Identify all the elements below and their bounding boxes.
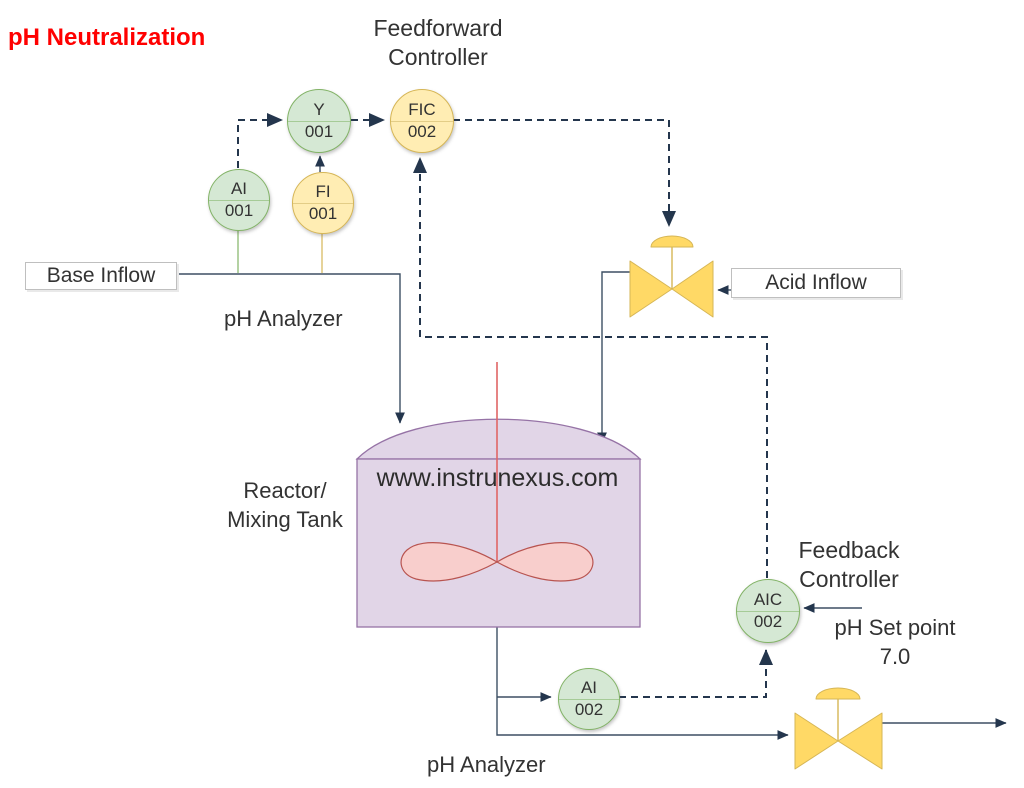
tank-outlet-pipe (496, 627, 789, 740)
base-inflow-box: Base Inflow (25, 262, 177, 290)
ph-analyzer-bottom-label: pH Analyzer (427, 752, 546, 777)
instrument-ai001: AI 001 (208, 169, 270, 231)
page-title: pH Neutralization (8, 24, 206, 51)
impeller-icon (400, 542, 594, 582)
outflow-control-valve-icon (794, 687, 883, 770)
ph-analyzer-top-label: pH Analyzer (224, 306, 343, 331)
reactor-tank (355, 362, 642, 628)
tank-dome (355, 418, 642, 460)
instrument-fic002: FIC 002 (390, 89, 454, 153)
ai002-to-aic002-signal (619, 649, 773, 698)
instrument-aic002: AIC 002 (736, 579, 800, 643)
aic002-to-fic002-signal (413, 157, 768, 578)
feedback-controller-label: Feedback Controller (798, 537, 900, 592)
valve-left-wedge (794, 712, 839, 770)
valve-actuator-dome (815, 687, 861, 700)
ph-setpoint-label: pH Set point 7.0 (834, 615, 956, 669)
instrument-y001: Y 001 (287, 89, 351, 153)
acid-valve-to-tank-pipe (597, 271, 630, 444)
reactor-tank-label: Reactor/ Mixing Tank (227, 478, 343, 533)
tank-body (356, 458, 641, 628)
instrument-ai002: AI 002 (558, 668, 620, 730)
valve-left-wedge (629, 260, 673, 318)
valve-actuator-dome (650, 235, 694, 248)
base-inflow-pipe (175, 273, 405, 424)
acid-control-valve-icon (629, 235, 714, 318)
fic002-to-acid-valve-signal (453, 119, 676, 227)
acid-inflow-box: Acid Inflow (731, 268, 901, 298)
feedforward-controller-label: Feedforward Controller (373, 15, 503, 70)
valve-right-wedge (671, 260, 714, 318)
instrument-fi001: FI 001 (292, 172, 354, 234)
watermark-text: www.instrunexus.com (376, 464, 619, 492)
ai001-to-y001-signal (237, 113, 283, 168)
valve-right-wedge (837, 712, 883, 770)
